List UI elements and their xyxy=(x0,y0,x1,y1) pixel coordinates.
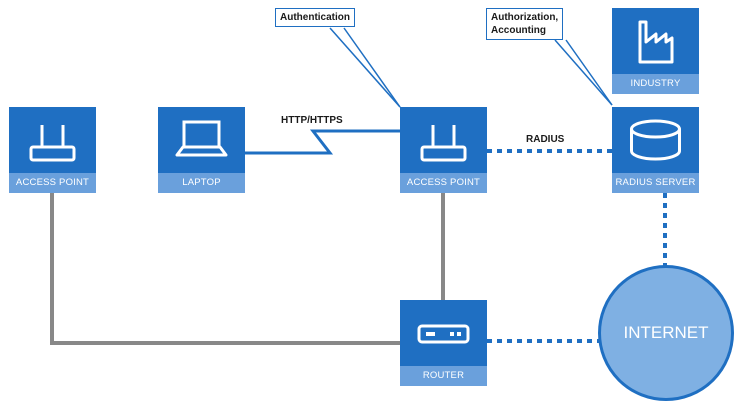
node-label: LAPTOP xyxy=(158,173,245,193)
http-https-label: HTTP/HTTPS xyxy=(281,115,343,126)
authentication-pointer xyxy=(329,27,401,108)
authorization-pointer xyxy=(554,39,613,106)
factory-icon xyxy=(638,20,674,64)
database-icon xyxy=(630,119,681,161)
laptop-icon xyxy=(175,120,228,157)
node-label: ROUTER xyxy=(400,366,487,386)
node-label: ACCESS POINT xyxy=(400,173,487,193)
accounting-text: Accounting xyxy=(491,25,546,36)
node-label: ACCESS POINT xyxy=(9,173,96,193)
wifi-router-icon xyxy=(420,125,467,162)
authorization-callout: Authorization, Accounting xyxy=(486,8,564,40)
internet-cloud: INTERNET xyxy=(598,265,734,401)
authentication-callout: Authentication xyxy=(275,8,355,27)
wifi-router-icon xyxy=(29,125,76,162)
router-icon xyxy=(417,324,470,344)
authorization-text: Authorization, xyxy=(491,12,559,23)
radius-label: RADIUS xyxy=(526,134,565,145)
node-label: RADIUS SERVER xyxy=(612,173,699,193)
authorization-pointer-2 xyxy=(565,39,613,106)
node-label: INDUSTRY xyxy=(612,74,699,94)
laptop-to-ap-link xyxy=(243,129,400,155)
ap-left-to-router-line xyxy=(50,193,400,345)
authentication-pointer-2 xyxy=(343,27,401,108)
authentication-text: Authentication xyxy=(280,12,350,23)
